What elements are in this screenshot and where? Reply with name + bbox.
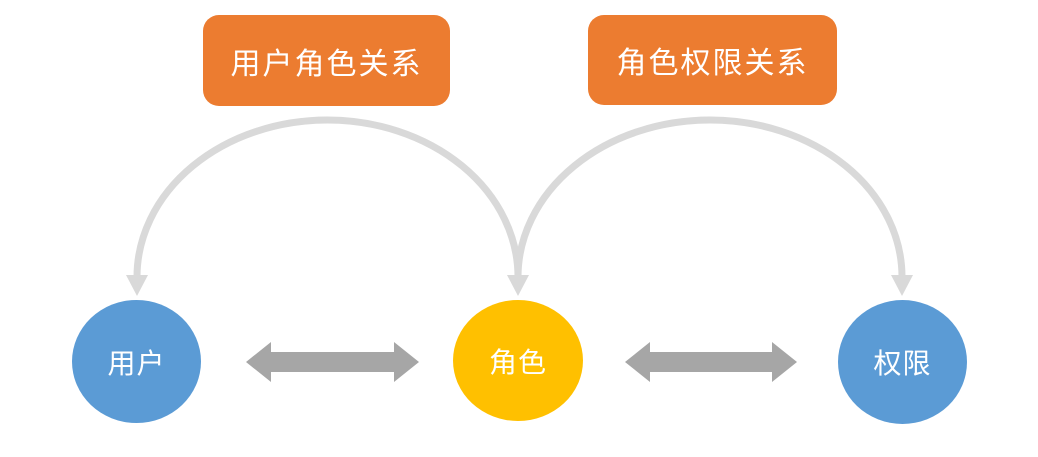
- arrowhead-down-role: [507, 275, 529, 296]
- callout-role-permission-relation-label: 角色权限关系: [616, 47, 809, 80]
- node-role: 角色: [453, 300, 583, 421]
- callout-user-role-relation-label: 用户角色关系: [230, 47, 423, 81]
- double-arrow-user-role: [246, 342, 419, 382]
- node-user: 用户: [72, 300, 201, 423]
- node-role-label: 角色: [488, 346, 547, 378]
- arrowhead-down-user: [126, 275, 148, 296]
- callout-user-role-relation: 用户角色关系: [203, 15, 450, 106]
- node-user-label: 用户: [107, 347, 166, 379]
- double-arrow-role-permission: [625, 342, 797, 382]
- callout-role-permission-relation: 角色权限关系: [588, 15, 837, 105]
- node-permission: 权限: [838, 300, 967, 424]
- arrowhead-down-permission: [891, 275, 913, 296]
- node-permission-label: 权限: [873, 348, 932, 379]
- curved-arrow-role-permission: [514, 116, 906, 278]
- curved-arrow-user-role: [133, 116, 522, 278]
